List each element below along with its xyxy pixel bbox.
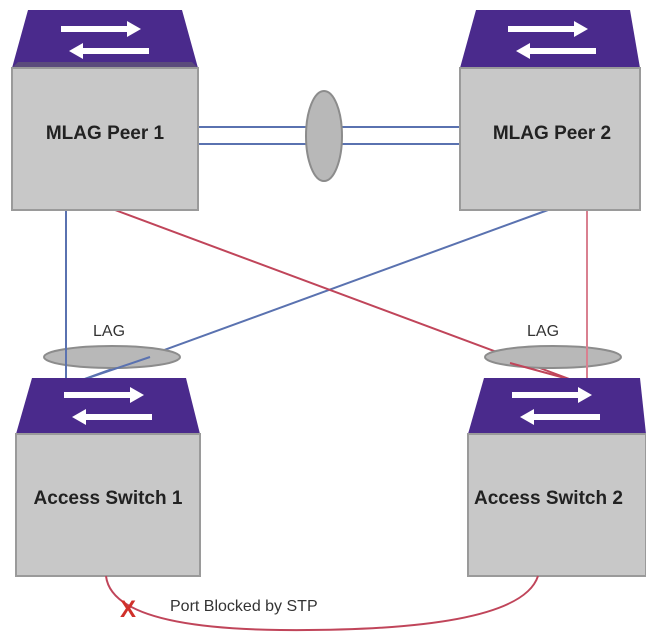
- switch-top: [468, 378, 646, 434]
- lag-oval-left: [43, 345, 181, 369]
- blocked-port-label: Port Blocked by STP: [170, 598, 318, 615]
- stp-blocked-link: [105, 575, 539, 632]
- isc-lag-oval: [305, 90, 343, 182]
- lag-label-right: LAG: [527, 323, 559, 340]
- switch-top: [460, 10, 640, 68]
- switch-access-2[interactable]: Access Switch 2: [467, 378, 646, 577]
- switch-label: Access Switch 1: [34, 488, 183, 509]
- switch-label: Access Switch 2: [474, 488, 623, 509]
- svg-text:X: X: [120, 596, 136, 623]
- switch-access-1[interactable]: Access Switch 1: [15, 378, 201, 577]
- switch-mlag-peer-1[interactable]: MLAG Peer 1: [11, 10, 199, 211]
- switch-body: [459, 67, 641, 211]
- switch-body: [467, 433, 646, 577]
- switch-body: [15, 433, 201, 577]
- blocked-x-icon: X: [120, 596, 136, 623]
- switch-top: [16, 378, 200, 434]
- switch-top: [12, 10, 198, 68]
- switch-mlag-peer-2[interactable]: MLAG Peer 2: [459, 10, 641, 211]
- lag-label-left: LAG: [93, 323, 125, 340]
- switch-body: [11, 67, 199, 211]
- switch-label: MLAG Peer 2: [493, 123, 611, 144]
- switch-label: MLAG Peer 1: [46, 123, 165, 144]
- lag-oval-right: [484, 345, 622, 369]
